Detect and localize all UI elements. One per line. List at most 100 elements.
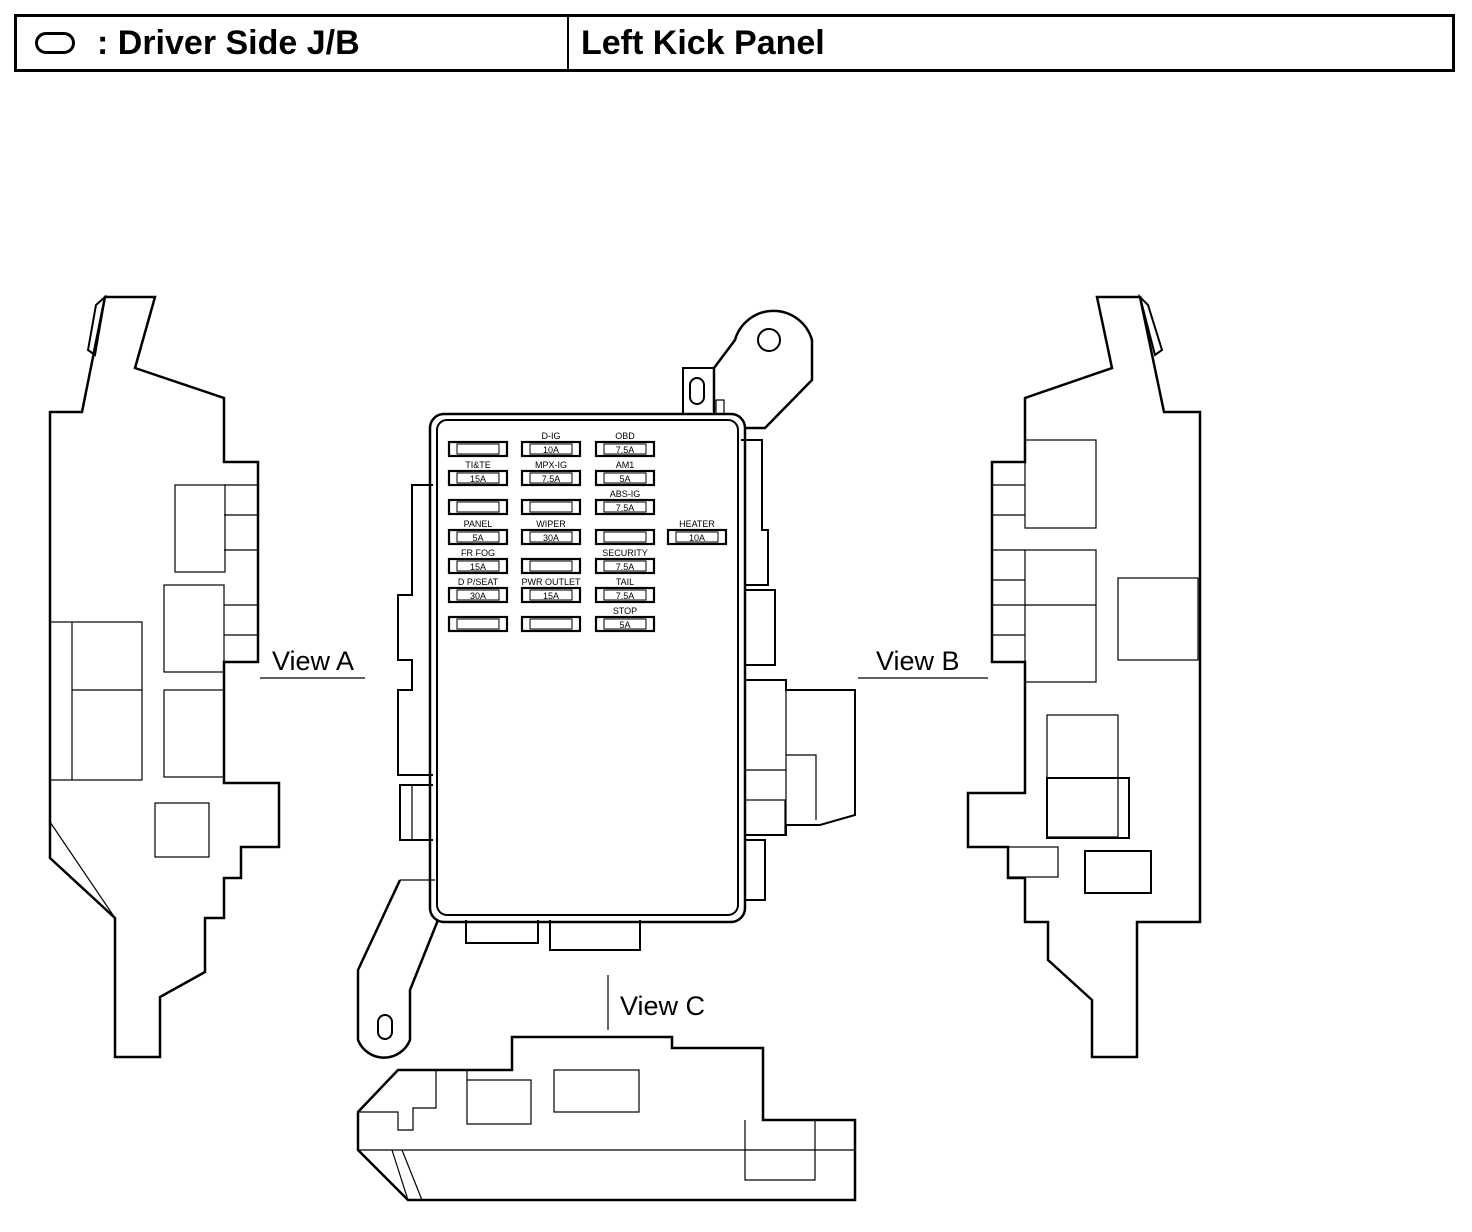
fuse-element: [529, 501, 573, 513]
fuse-name: OBD: [615, 431, 635, 441]
fuse-body: [594, 498, 656, 516]
fuse-name: TAIL: [616, 577, 634, 587]
fuse-slot: [520, 498, 582, 516]
fuse-body: [520, 469, 582, 487]
fuse-body: [520, 557, 582, 575]
fuse-body: [447, 528, 509, 546]
fuse-name: D P/SEAT: [458, 577, 499, 587]
fuse-element: [529, 472, 573, 484]
fuse-body: [520, 528, 582, 546]
fuse-body: [594, 615, 656, 633]
fuse-amperage: 7.5A: [616, 562, 635, 572]
fuse-name: SECURITY: [602, 548, 648, 558]
fuse-element: [675, 531, 719, 543]
fuse-name: AM1: [616, 460, 635, 470]
fuse-name: FR FOG: [461, 548, 495, 558]
view-b-side-outline: [966, 293, 1202, 1059]
fuse-body: [447, 557, 509, 575]
fuse-element: [529, 560, 573, 572]
location-cell: : Driver Side J/B: [17, 17, 569, 69]
view-a-label: View A: [272, 646, 354, 676]
fuse-slot: 7.5A SECURITY: [594, 548, 656, 575]
fuse-amperage: 30A: [543, 533, 559, 543]
fuse-slot: 5A STOP: [594, 606, 656, 633]
fuse-amperage: 7.5A: [542, 474, 561, 484]
fuse-element: [529, 618, 573, 630]
fuse-element: [603, 501, 647, 513]
fuse-slot: 15A TI&TE: [447, 460, 509, 487]
fuse-amperage: 15A: [470, 562, 486, 572]
fuse-slot: [447, 615, 509, 633]
fuse-body: [447, 440, 509, 458]
view-c-bottom-outline: [356, 1035, 857, 1202]
fuse-body: [447, 586, 509, 604]
fuse-amperage: 5A: [472, 533, 483, 543]
fuse-amperage: 15A: [543, 591, 559, 601]
fuse-slot: [447, 440, 509, 458]
fuse-body: [594, 469, 656, 487]
position-label: Left Kick Panel: [581, 23, 825, 62]
mounting-hole: [757, 328, 781, 352]
fuse-body: [447, 498, 509, 516]
fuse-amperage: 7.5A: [616, 503, 635, 513]
fuse-amperage: 30A: [470, 591, 486, 601]
fuse-name: PWR OUTLET: [521, 577, 581, 587]
fuse-box-cover: [428, 412, 747, 924]
fuse-slot: 7.5A OBD: [594, 431, 656, 458]
view-a-side-outline: [48, 294, 281, 1059]
fuse-body: [594, 528, 656, 546]
fuse-slot: 30A D P/SEAT: [447, 577, 509, 604]
fuse-name: MPX-IG: [535, 460, 567, 470]
fuse-element: [456, 501, 500, 513]
fuse-amperage: 5A: [619, 474, 630, 484]
fuse-slot: [520, 615, 582, 633]
fuse-slot: 15A FR FOG: [447, 548, 509, 575]
fuse-name: D-IG: [542, 431, 561, 441]
fuse-body: [594, 586, 656, 604]
fuse-body: [520, 615, 582, 633]
fuse-body: [666, 528, 728, 546]
fuse-body: [447, 615, 509, 633]
fuse-element: [603, 618, 647, 630]
fuse-slot: [447, 498, 509, 516]
fuse-slot: 30A WIPER: [520, 519, 582, 546]
fuse-name: TI&TE: [465, 460, 491, 470]
fuse-slot: 7.5A ABS-IG: [594, 489, 656, 516]
fuse-name: WIPER: [536, 519, 566, 529]
fuse-element: [529, 443, 573, 455]
fuse-element: [456, 531, 500, 543]
junction-block-front: [356, 309, 856, 1059]
fuse-layout: 10AD-IG7.5AOBD15ATI&TE7.5AMPX-IG5AAM17.5…: [447, 431, 728, 633]
fuse-name: HEATER: [679, 519, 715, 529]
fuse-amperage: 5A: [619, 620, 630, 630]
fuse-body: [520, 498, 582, 516]
location-label: : Driver Side J/B: [97, 23, 360, 62]
fuse-element: [529, 531, 573, 543]
fuse-slot: [520, 557, 582, 575]
fuse-name: PANEL: [464, 519, 493, 529]
fuse-slot: [594, 528, 656, 546]
fuse-body: [594, 440, 656, 458]
fuse-body: [594, 557, 656, 575]
fuse-element: [603, 560, 647, 572]
fuse-element: [603, 589, 647, 601]
fuse-amperage: 10A: [543, 445, 559, 455]
fuse-element: [603, 443, 647, 455]
fuse-amperage: 7.5A: [616, 445, 635, 455]
fuse-amperage: 15A: [470, 474, 486, 484]
fuse-element: [456, 443, 500, 455]
title-bar: : Driver Side J/B Left Kick Panel: [14, 14, 1455, 72]
fuse-element: [456, 589, 500, 601]
fuse-body: [447, 469, 509, 487]
fuse-name: STOP: [613, 606, 637, 616]
fuse-body: [520, 440, 582, 458]
oval-connector-icon: [35, 32, 75, 54]
fuse-name: ABS-IG: [610, 489, 641, 499]
fuse-element: [456, 618, 500, 630]
fuse-slot: 15A PWR OUTLET: [520, 577, 582, 604]
fuse-element: [603, 472, 647, 484]
